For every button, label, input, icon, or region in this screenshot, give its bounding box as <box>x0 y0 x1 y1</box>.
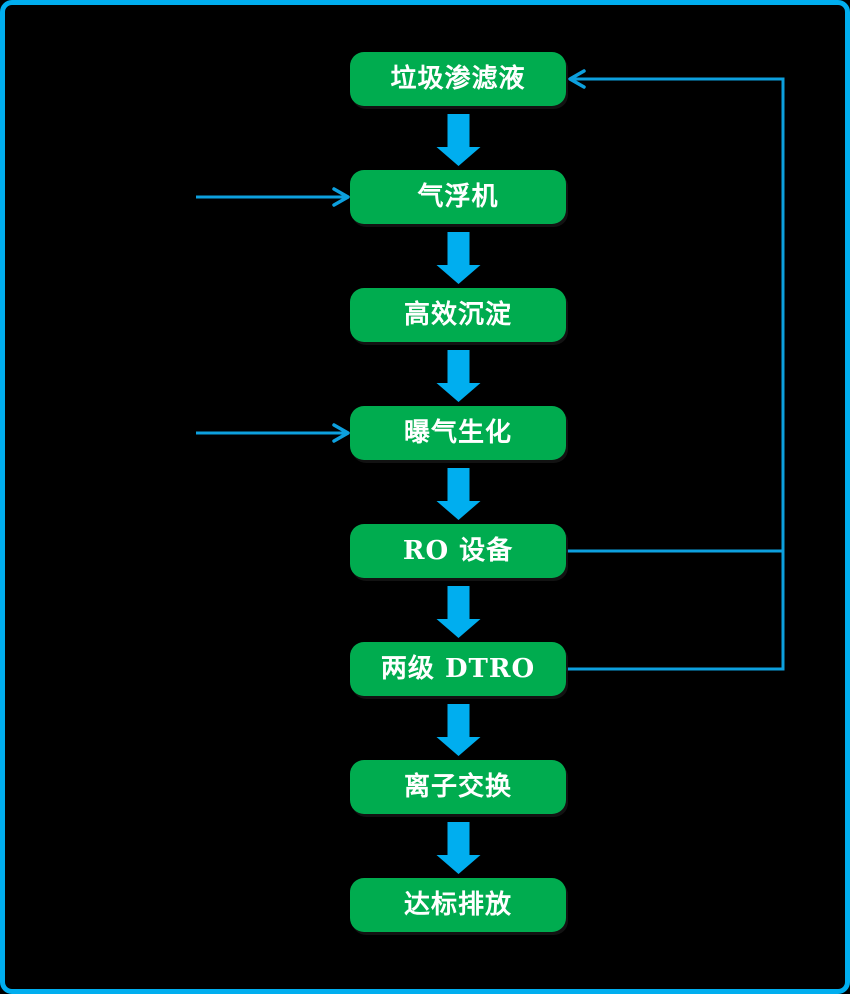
node-label: 曝气生化 <box>403 418 512 448</box>
node-label: RO 设备 <box>402 536 514 566</box>
node-label: 气浮机 <box>417 182 499 212</box>
node-high-eff-sedimentation: 高效沉淀 <box>350 288 566 342</box>
right-arrowhead-icon-2 <box>332 423 350 443</box>
return-line-dtro-loop <box>566 77 785 671</box>
down-arrow-icon-4 <box>436 468 481 520</box>
node-ro-equipment: RO 设备 <box>350 524 566 578</box>
node-label: 离子交换 <box>403 772 512 802</box>
node-aeration-biochemical: 曝气生化 <box>350 406 566 460</box>
down-arrow-icon-2 <box>436 232 481 284</box>
down-arrow-icon-3 <box>436 350 481 402</box>
node-standard-discharge: 达标排放 <box>350 878 566 932</box>
node-landfill-leachate: 垃圾渗滤液 <box>350 52 566 106</box>
left-arrowhead-icon <box>568 69 586 89</box>
node-ion-exchange: 离子交换 <box>350 760 566 814</box>
right-arrowhead-icon-1 <box>332 187 350 207</box>
node-air-flotation: 气浮机 <box>350 170 566 224</box>
down-arrow-icon-1 <box>436 114 481 166</box>
node-label: 达标排放 <box>403 890 512 920</box>
down-arrow-icon-5 <box>436 586 481 638</box>
node-label: 两级 DTRO <box>380 654 536 684</box>
node-label: 垃圾渗滤液 <box>390 64 526 94</box>
node-label: 高效沉淀 <box>403 300 512 330</box>
down-arrow-icon-7 <box>436 822 481 874</box>
down-arrow-icon-6 <box>436 704 481 756</box>
node-two-stage-dtro: 两级 DTRO <box>350 642 566 696</box>
